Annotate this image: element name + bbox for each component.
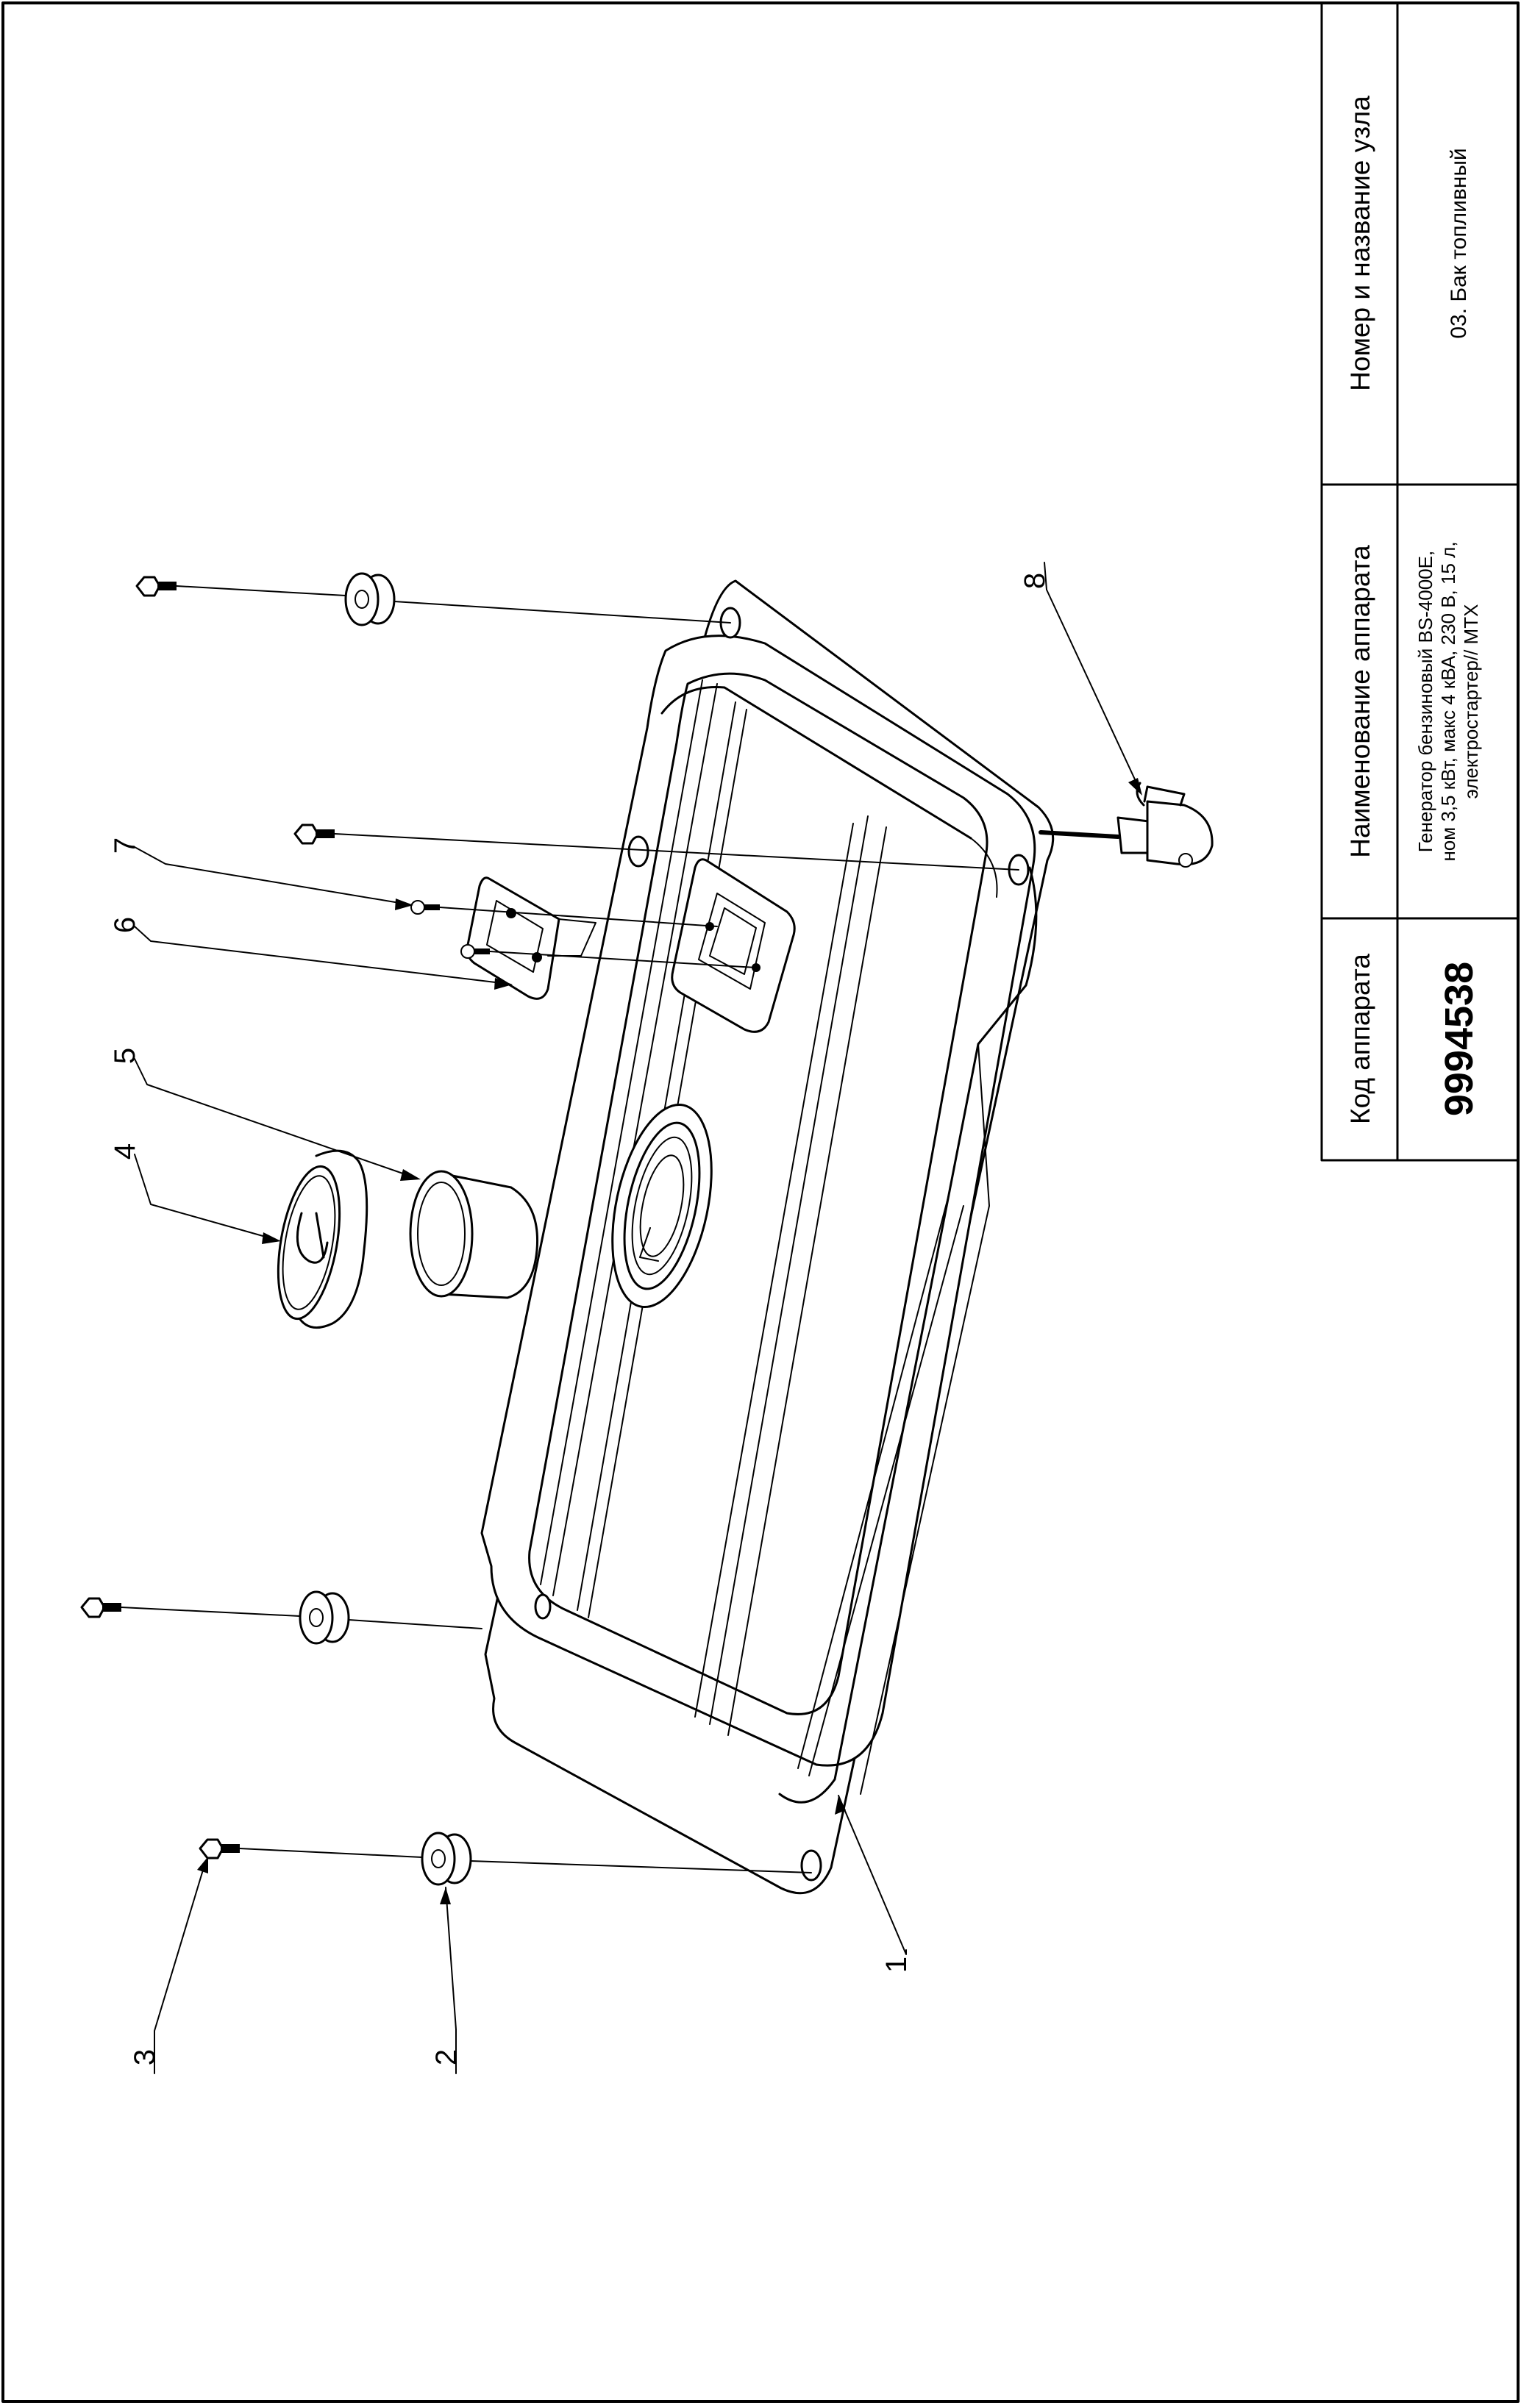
name-line-1: Генератор бензиновый BS-4000E, xyxy=(1414,551,1436,852)
callout-3: 3 xyxy=(129,2049,161,2065)
node-header: Номер и название узла xyxy=(1345,96,1375,391)
fuel-tank xyxy=(480,579,1055,1895)
filter-strainer xyxy=(409,1170,539,1299)
callout-6: 6 xyxy=(109,917,141,933)
callout-4: 4 xyxy=(109,1143,141,1160)
grommet-3 xyxy=(421,1832,472,1886)
fuel-cap xyxy=(277,1149,368,1329)
callout-7: 7 xyxy=(109,837,141,854)
grommet-2 xyxy=(299,1590,350,1645)
bolt-2 xyxy=(293,823,335,845)
screw-7 xyxy=(410,900,440,915)
screw-6 xyxy=(460,944,490,959)
callout-labels: 1 2 3 4 5 6 7 8 xyxy=(109,573,1051,2065)
callout-1: 1 xyxy=(880,1957,913,1973)
callout-leaders xyxy=(134,562,1142,2074)
alignment-lines xyxy=(121,585,1019,1873)
bolt-1 xyxy=(135,576,177,597)
fuel-gauge xyxy=(466,876,596,1000)
bolt-4 xyxy=(199,1838,240,1859)
bolt-3 xyxy=(80,1597,121,1618)
fuel-valve xyxy=(1039,782,1214,868)
title-block: Код аппарата 9994538 Наименование аппара… xyxy=(1320,1,1520,1162)
callout-2: 2 xyxy=(430,2049,463,2065)
grommet-1 xyxy=(344,572,396,626)
name-line-3: электростартер// MTX xyxy=(1460,604,1482,799)
node-value: 03. Бак топливный xyxy=(1447,148,1471,338)
code-header: Код аппарата xyxy=(1345,954,1375,1124)
callout-5: 5 xyxy=(109,1048,141,1064)
name-header: Наименование аппарата xyxy=(1345,545,1375,858)
name-line-2: ном 3,5 кВт, макс 4 кВА, 230 В, 15 л, xyxy=(1437,541,1459,861)
callout-8: 8 xyxy=(1019,573,1051,589)
code-value: 9994538 xyxy=(1437,962,1481,1116)
